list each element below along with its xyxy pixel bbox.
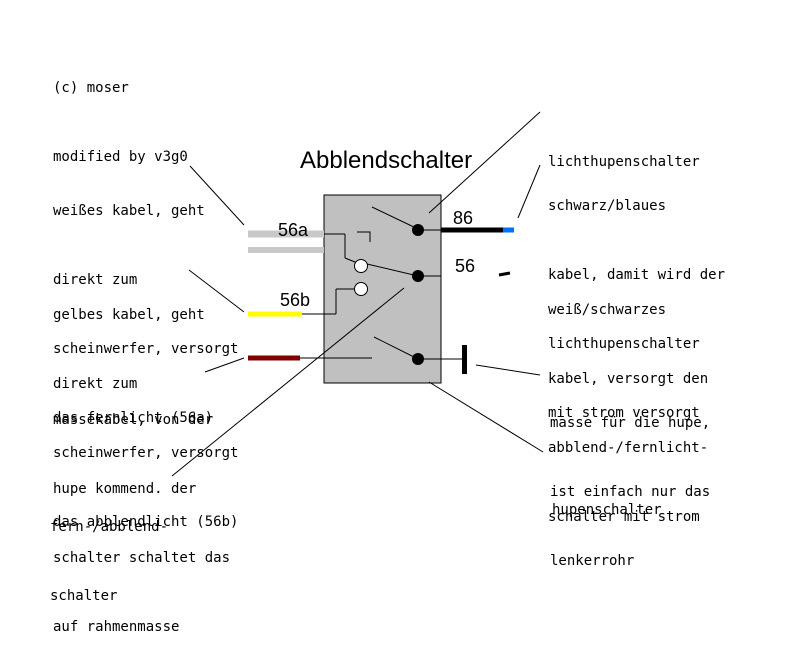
credits-line-2: modified by v3g0	[53, 149, 188, 165]
contact-node-56	[412, 270, 424, 282]
note-horn-switch: hupenschalter	[552, 502, 662, 518]
note-horn-ground: masse für die hupe, ist einfach nur das …	[550, 415, 711, 569]
internal-wiring	[324, 206, 464, 360]
terminal-label-56b: 56b	[280, 290, 311, 310]
note-dimmer-switch: fern-/abblend- schalter	[50, 519, 169, 604]
credits-text: (c) moser modified by v3g0	[53, 31, 188, 192]
note-white-black-cable: weiß/schwarzes kabel, versorgt den abble…	[548, 302, 709, 525]
note-black-blue-cable: schwarz/blaues kabel, damit wird der lic…	[548, 198, 726, 421]
diagram-canvas	[171, 111, 544, 477]
note-yellow-cable: gelbes kabel, geht direkt zum scheinwerf…	[53, 307, 239, 530]
callout-lines	[171, 111, 544, 477]
contact-node-horn	[412, 353, 424, 365]
wire-56-black-stub	[498, 271, 511, 277]
note-white-cable: weißes kabel, geht direkt zum scheinwerf…	[53, 203, 239, 426]
credits-line-1: (c) moser	[53, 80, 129, 96]
contact-open-56a	[354, 259, 368, 273]
note-flash-switch: lichthupenschalter	[548, 154, 700, 170]
ground-terminal-bar	[462, 345, 467, 374]
terminal-label-86: 86	[453, 208, 474, 228]
terminal-label-56a: 56a	[278, 220, 309, 240]
diagram-title: Abblendschalter	[300, 147, 473, 174]
contact-node-86	[412, 224, 424, 236]
contact-open-56b	[354, 282, 368, 296]
terminal-label-56: 56	[455, 256, 476, 276]
